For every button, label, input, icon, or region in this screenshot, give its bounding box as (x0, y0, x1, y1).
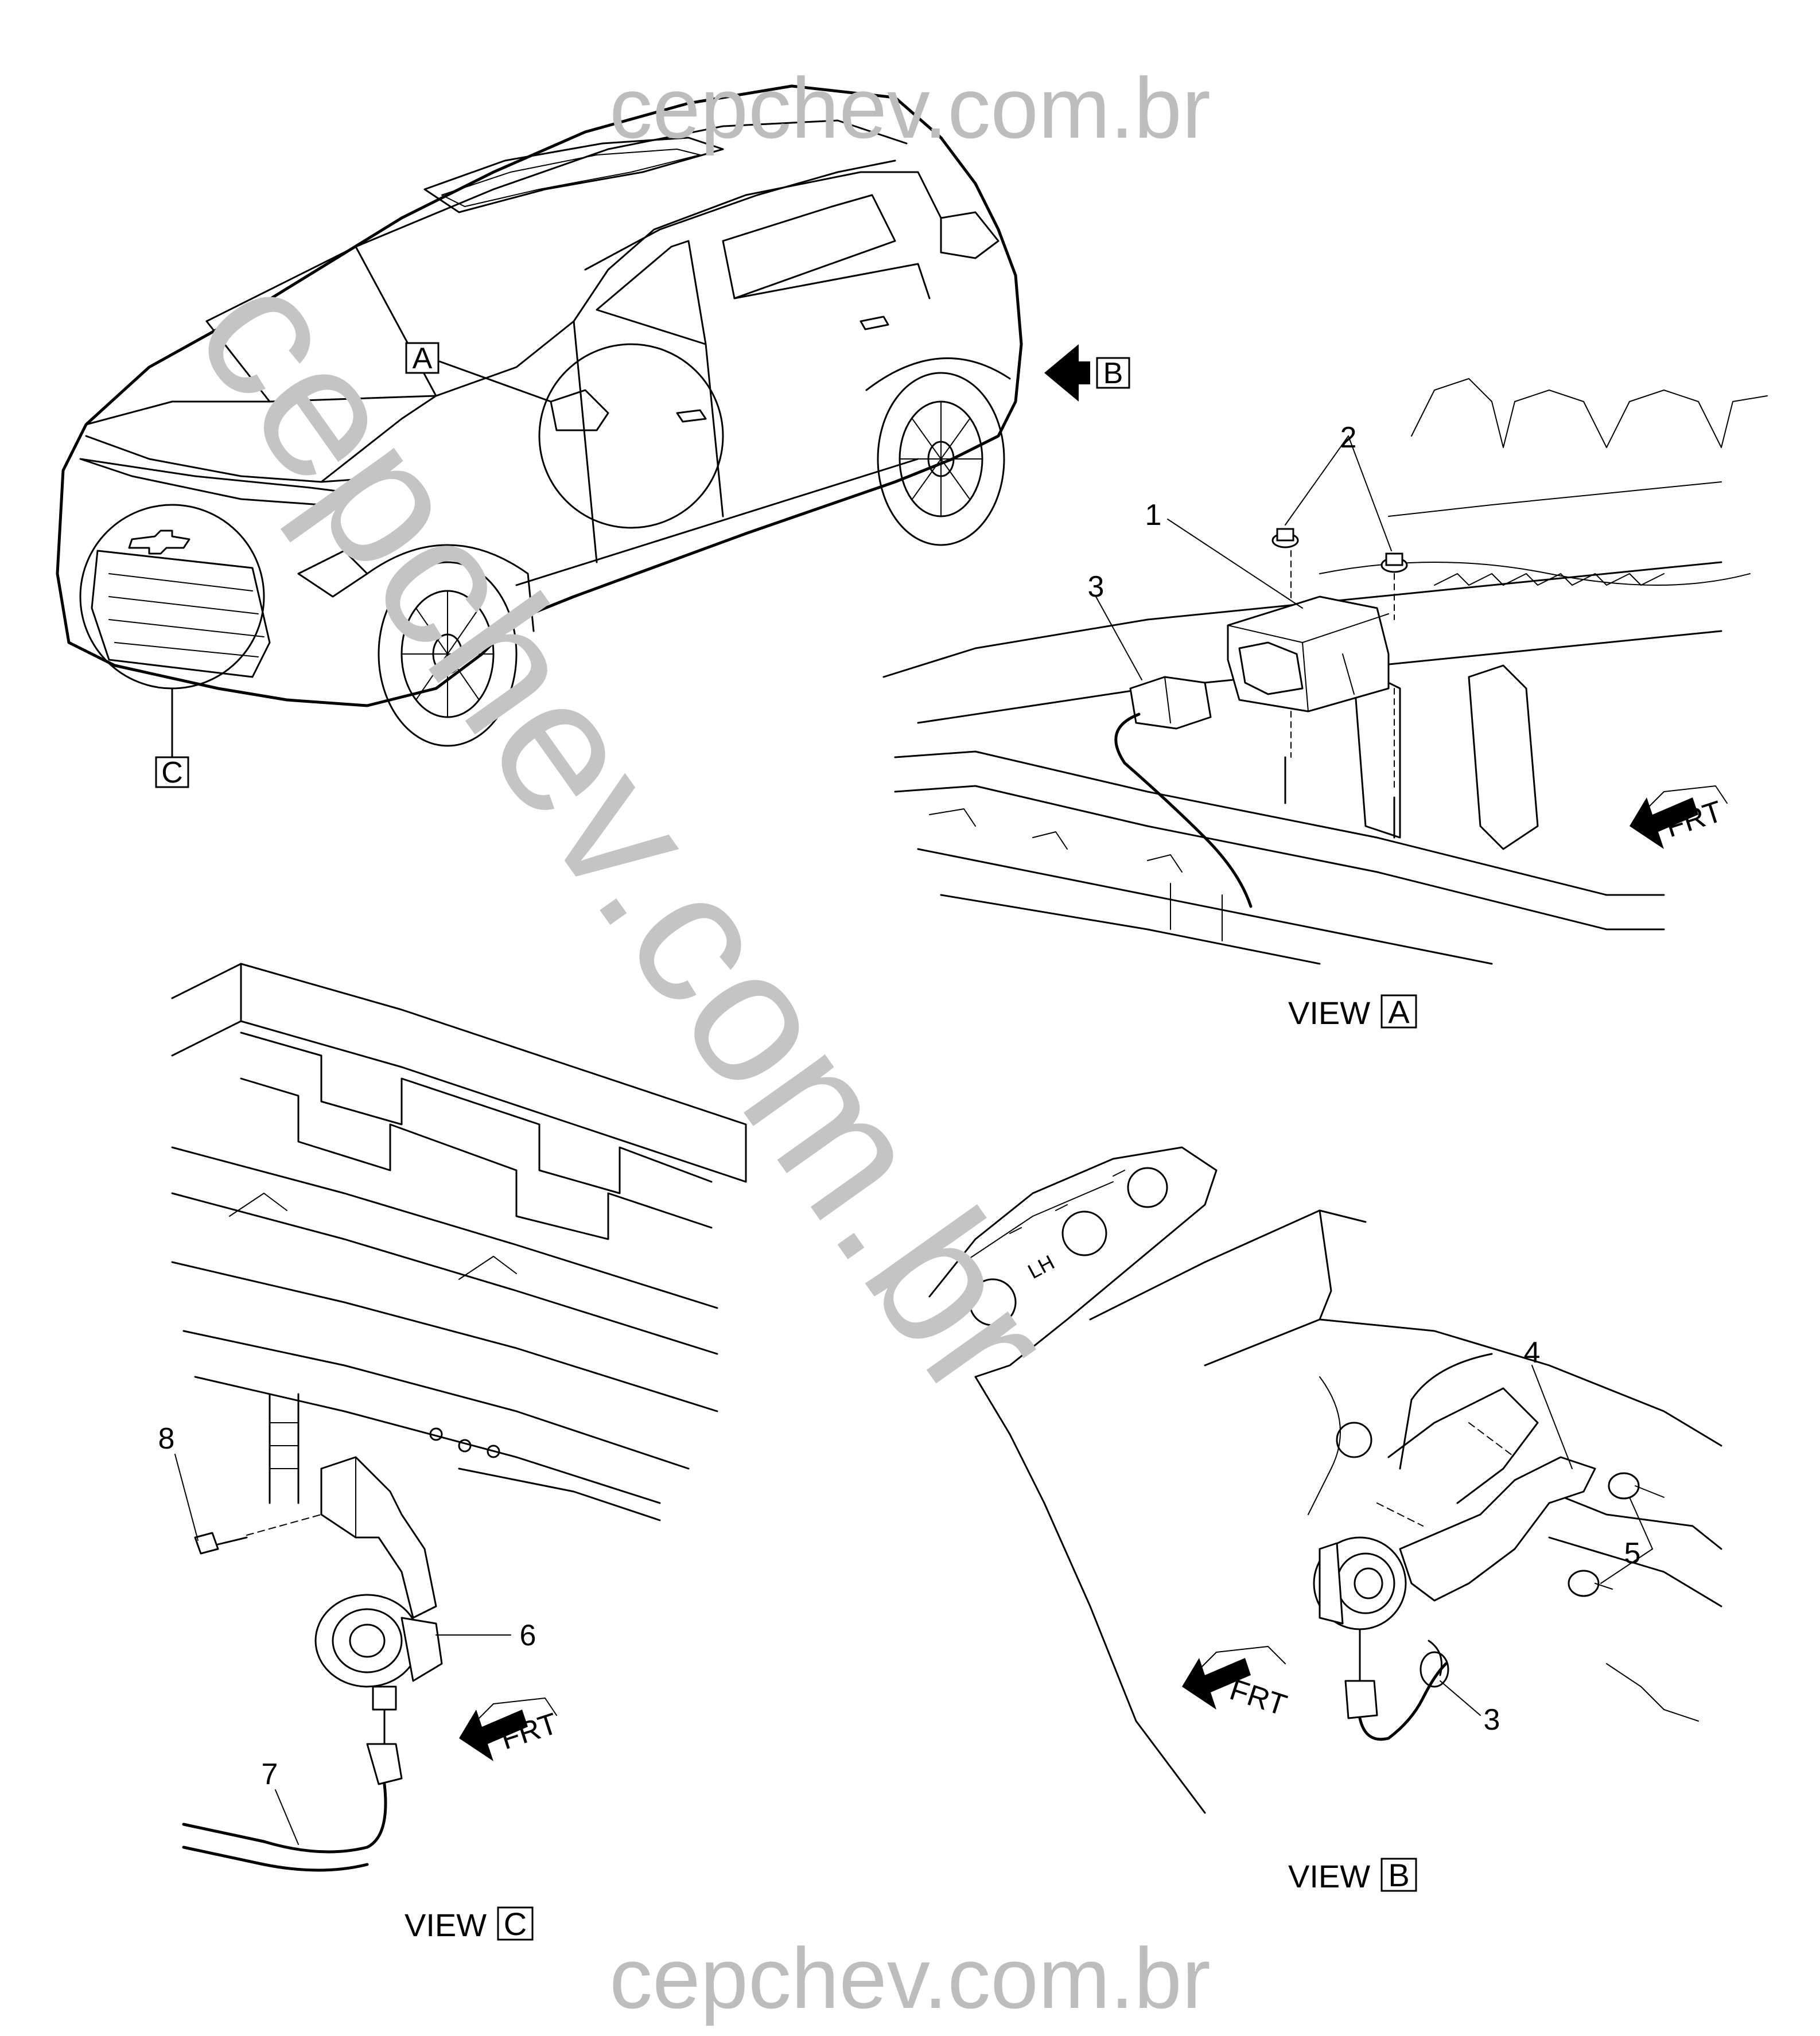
view-c-caption-letter: C (504, 1906, 527, 1942)
marker-b-label: B (1103, 357, 1123, 390)
view-b-harness-connector (1344, 1680, 1378, 1719)
marker-b: B (1044, 344, 1130, 402)
view-a-callout-2: 2 (1340, 421, 1357, 454)
view-a-frt-label: FRT (1662, 795, 1726, 844)
view-c-bracket (320, 1456, 437, 1619)
view-c-callout-7: 7 (262, 1758, 278, 1791)
watermark-top: cepchev.com.br (609, 60, 1211, 156)
view-b-callout-3: 3 (1484, 1703, 1500, 1737)
marker-a-label: A (413, 342, 433, 375)
view-b-illustration: LH (928, 1146, 1722, 1814)
view-c-caption-text: VIEW (405, 1907, 487, 1943)
view-b-callout-4: 4 (1524, 1336, 1541, 1369)
view-a-caption-letter: A (1388, 994, 1410, 1030)
view-b-caption-text: VIEW (1288, 1858, 1370, 1894)
view-a-illustration: FRT (882, 378, 1768, 965)
view-a-callout-3: 3 (1088, 570, 1105, 604)
marker-a: A (405, 342, 552, 403)
view-b-caption-letter: B (1388, 1857, 1409, 1893)
view-a-frt-icon: FRT (1630, 785, 1728, 849)
view-c-bolt (194, 1514, 322, 1555)
vehicle-overview: A C B (56, 84, 1130, 789)
view-a-caption: VIEW A (1288, 994, 1417, 1031)
view-b-caption: VIEW B (1288, 1857, 1417, 1894)
view-c-callout-8: 8 (158, 1422, 175, 1455)
view-b-frt-icon: FRT (1182, 1646, 1290, 1722)
view-b-frt-label: FRT (1226, 1673, 1290, 1722)
view-a-caption-text: VIEW (1288, 995, 1370, 1031)
watermark-bottom: cepchev.com.br (609, 1930, 1211, 2026)
detail-circle-a (538, 343, 724, 529)
view-b-bracket (1399, 1456, 1596, 1602)
view-b-callout-5: 5 (1624, 1537, 1641, 1570)
view-c-callout-6: 6 (520, 1619, 536, 1652)
view-c-caption: VIEW C (405, 1906, 534, 1943)
view-c-harness-connector (366, 1743, 403, 1785)
view-c-frt-label: FRT (497, 1707, 562, 1756)
marker-c: C (155, 687, 189, 789)
view-c-frt-icon: FRT (459, 1698, 562, 1761)
view-a-callout-1: 1 (1145, 499, 1162, 532)
view-b-arrow-icon (1044, 344, 1090, 402)
view-b-sensor (1313, 1536, 1407, 1630)
watermark-diagonal: cepchev.com.br (155, 233, 1095, 1435)
marker-c-label: C (161, 756, 183, 789)
view-c-sensor (314, 1594, 443, 1711)
view-c-illustration: FRT (171, 963, 747, 1872)
